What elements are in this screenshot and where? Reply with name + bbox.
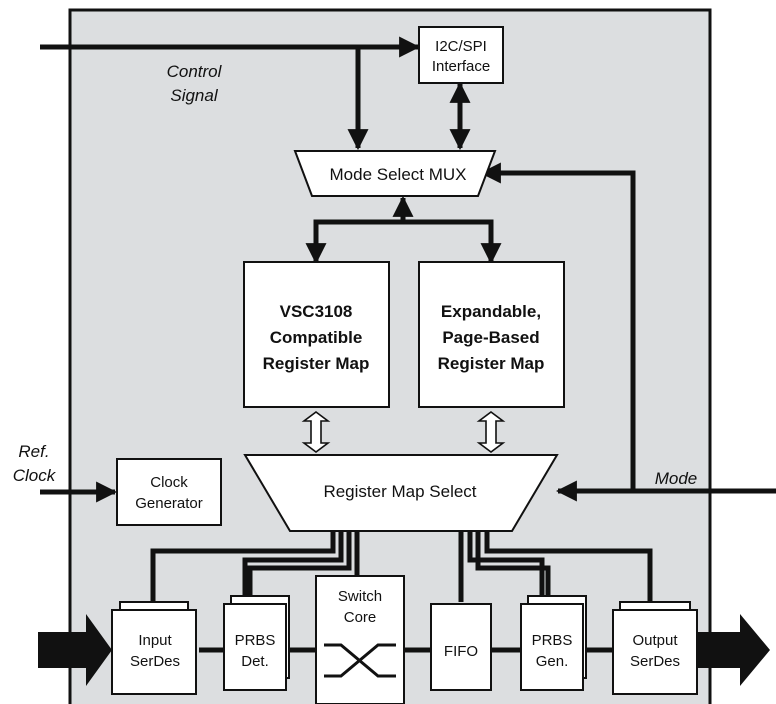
right-double-arrow [476,411,506,453]
control-signal-label-line1: Control [167,62,223,81]
control-signal-label-line2: Signal [170,86,218,105]
i2c-spi-interface-block [418,26,504,84]
output-serdes-line2: SerDes [630,653,680,670]
mode-label: Mode [655,469,698,488]
reg-map-left-line3: Register Map [263,354,370,373]
left-double-arrow [301,411,331,453]
fifo-label: FIFO [444,643,478,660]
prbs-det-line1: PRBS [235,632,276,649]
switch-core-block [315,575,405,704]
reg-map-right-line2: Page-Based [442,328,539,347]
register-map-select-label: Register Map Select [323,482,476,501]
prbs-det-block [223,603,287,691]
clock-gen-line2: Generator [135,495,203,512]
data-output-arrow [697,614,770,686]
reg-map-left-line1: VSC3108 [280,302,353,321]
prbs-gen-block [520,603,584,691]
reg-map-left-line2: Compatible [270,328,363,347]
output-serdes-block [612,609,698,695]
ref-clock-label-line2: Clock [13,466,57,485]
prbs-gen-line2: Gen. [536,653,569,670]
clock-generator-block [116,458,222,526]
switch-core-line2: Core [344,609,377,626]
register-map-select-block [243,454,559,532]
fifo-block [430,603,492,691]
i2c-label-line2: Interface [432,58,490,75]
data-input-arrow [38,614,112,686]
crossbar-symbol [324,643,396,678]
mode-select-mux-block [293,150,497,197]
input-serdes-line2: SerDes [130,653,180,670]
switch-core-line1: Switch [338,588,382,605]
output-serdes-line1: Output [632,632,678,649]
vsc3108-register-map-block [243,261,390,408]
clock-gen-line1: Clock [150,474,188,491]
reg-map-right-line1: Expandable, [441,302,541,321]
i2c-label-line1: I2C/SPI [435,38,487,55]
prbs-det-line2: Det. [241,653,269,670]
input-serdes-line1: Input [138,632,172,649]
mode-mux-label: Mode Select MUX [330,165,467,184]
expandable-register-map-block [418,261,565,408]
input-serdes-block [111,609,197,695]
reg-map-right-line3: Register Map [438,354,545,373]
prbs-gen-line1: PRBS [532,632,573,649]
ref-clock-label-line1: Ref. [18,442,49,461]
